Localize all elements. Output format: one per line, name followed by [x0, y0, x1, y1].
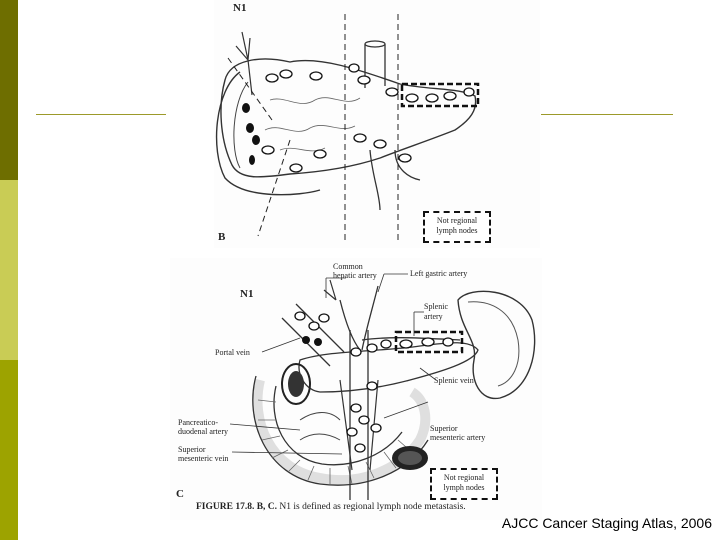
divider-right: [541, 114, 673, 115]
figure-caption-bold: FIGURE 17.8. B, C.: [196, 502, 278, 512]
label-splenic-artery-1: Splenic: [424, 302, 448, 311]
figure-c-legend-line2: lymph nodes: [443, 483, 485, 492]
figure-c-legend-box: [430, 468, 498, 500]
figure-b-legend-line1: Not regional: [436, 216, 478, 225]
label-sm-artery-1: Superior: [430, 424, 458, 433]
label-splenic-vein: Splenic vein: [434, 376, 474, 385]
figure-b-title: N1: [233, 2, 247, 14]
label-splenic-artery-2: artery: [424, 312, 443, 321]
label-portal-vein: Portal vein: [215, 348, 250, 357]
label-sm-artery-2: mesenteric artery: [430, 433, 486, 442]
accent-bar-top: [0, 0, 18, 180]
figure-b-legend-box: [423, 211, 491, 243]
label-pd-artery-2: duodenal artery: [178, 427, 228, 436]
figure-c-legend-line1: Not regional: [443, 473, 485, 482]
figure-caption-text: N1 is defined as regional lymph node met…: [277, 502, 466, 512]
label-pd-artery-1: Pancreatico-: [178, 418, 218, 427]
label-common-hepatic-2: hepatic artery: [333, 271, 377, 280]
figure-b-letter: B: [218, 231, 226, 243]
label-sm-vein-1: Superior: [178, 445, 206, 454]
figure-c-letter: C: [176, 488, 184, 500]
figure-caption: FIGURE 17.8. B, C. N1 is defined as regi…: [196, 502, 466, 512]
divider-left: [36, 114, 166, 115]
figure-c-title: N1: [240, 288, 254, 300]
label-left-gastric: Left gastric artery: [410, 269, 468, 278]
label-sm-vein-2: mesenteric vein: [178, 454, 229, 463]
accent-bar-middle: [0, 180, 18, 360]
source-credit: AJCC Cancer Staging Atlas, 2006: [501, 515, 712, 531]
accent-bar-bottom: [0, 360, 18, 540]
label-common-hepatic-1: Common: [333, 262, 363, 271]
figure-b-legend-line2: lymph nodes: [436, 226, 478, 235]
